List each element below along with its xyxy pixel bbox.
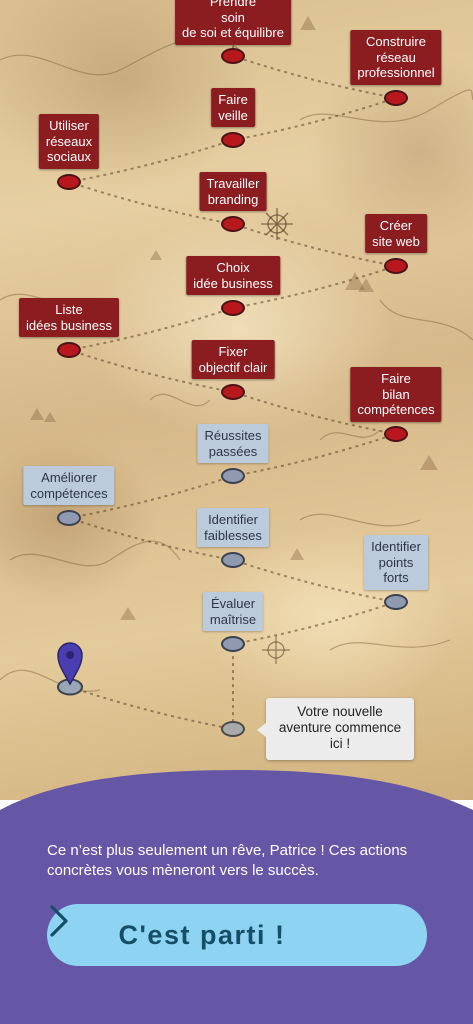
step-label-faire-bilan: Faire bilan compétences <box>350 367 442 422</box>
step-label-ameliorer-competences: Améliorer compétences <box>23 466 115 505</box>
route-segment <box>232 97 397 141</box>
step-label-identifier-points-forts: Identifier points forts <box>364 535 428 590</box>
route-segment <box>232 601 397 645</box>
step-label-creer-site: Créer site web <box>365 214 427 253</box>
route-segment <box>68 349 234 393</box>
route-segment <box>232 433 397 477</box>
map-decorations <box>0 16 473 692</box>
step-node-travailler-branding[interactable] <box>221 216 245 232</box>
step-node-utiliser-reseaux[interactable] <box>57 174 81 190</box>
step-node-faire-veille[interactable] <box>221 132 245 148</box>
step-node-identifier-points-forts[interactable] <box>384 594 408 610</box>
step-node-fixer-objectif[interactable] <box>221 384 245 400</box>
chevron-right-icon <box>50 905 68 937</box>
route-segment <box>232 559 397 603</box>
step-label-liste-idees: Liste idées business <box>19 298 119 337</box>
step-label-utiliser-reseaux: Utiliser réseaux sociaux <box>38 114 100 169</box>
step-node-ameliorer-competences[interactable] <box>57 510 81 526</box>
route-segment <box>232 265 397 309</box>
route-segment <box>68 517 234 561</box>
step-node-prendre-soin[interactable] <box>221 48 245 64</box>
route-segment <box>69 686 234 730</box>
step-node-construire-reseau[interactable] <box>384 90 408 106</box>
route-paths <box>68 0 397 730</box>
bottom-panel-background <box>0 770 473 1024</box>
step-label-prendre-soin: Prendre soin de soi et équilibre <box>175 0 291 45</box>
start-button[interactable]: C'est parti ! <box>47 904 427 966</box>
step-label-identifier-faiblesses: Identifier faiblesses <box>197 508 269 547</box>
step-node-creer-site[interactable] <box>384 258 408 274</box>
step-node-identifier-faiblesses[interactable] <box>221 552 245 568</box>
step-label-fixer-objectif: Fixer objectif clair <box>191 340 275 379</box>
step-label-choix-idee: Choix idée business <box>186 256 280 295</box>
route-segment <box>232 55 397 99</box>
step-node-reussites-passees[interactable] <box>221 468 245 484</box>
start-bubble: Votre nouvelle aventure commence ici ! <box>257 698 414 760</box>
step-node-liste-idees[interactable] <box>57 342 81 358</box>
location-pin-icon <box>57 642 83 696</box>
bottom-panel: Ce n’est plus seulement un rêve, Patrice… <box>0 770 473 1024</box>
step-label-evaluer-maitrise: Évaluer maîtrise <box>202 592 264 631</box>
route-segment <box>68 475 234 519</box>
compass-icon <box>261 208 293 240</box>
encouragement-message: Ce n’est plus seulement un rêve, Patrice… <box>47 842 408 879</box>
route-segment <box>68 307 234 351</box>
step-node-choix-idee[interactable] <box>221 300 245 316</box>
step-label-reussites-passees: Réussites passées <box>197 424 269 463</box>
route-segment <box>232 223 397 267</box>
step-label-travailler-branding: Travailler branding <box>199 172 267 211</box>
step-node-faire-bilan[interactable] <box>384 426 408 442</box>
route-segment <box>232 391 397 435</box>
start-button-label: C'est parti ! <box>118 920 286 950</box>
step-node-evaluer-maitrise[interactable] <box>221 636 245 652</box>
step-label-construire-reseau: Construire réseau professionnel <box>350 30 442 85</box>
route-segment <box>68 139 234 183</box>
route-segment <box>68 181 234 225</box>
start-node[interactable] <box>221 721 245 737</box>
step-label-faire-veille: Faire veille <box>211 88 255 127</box>
